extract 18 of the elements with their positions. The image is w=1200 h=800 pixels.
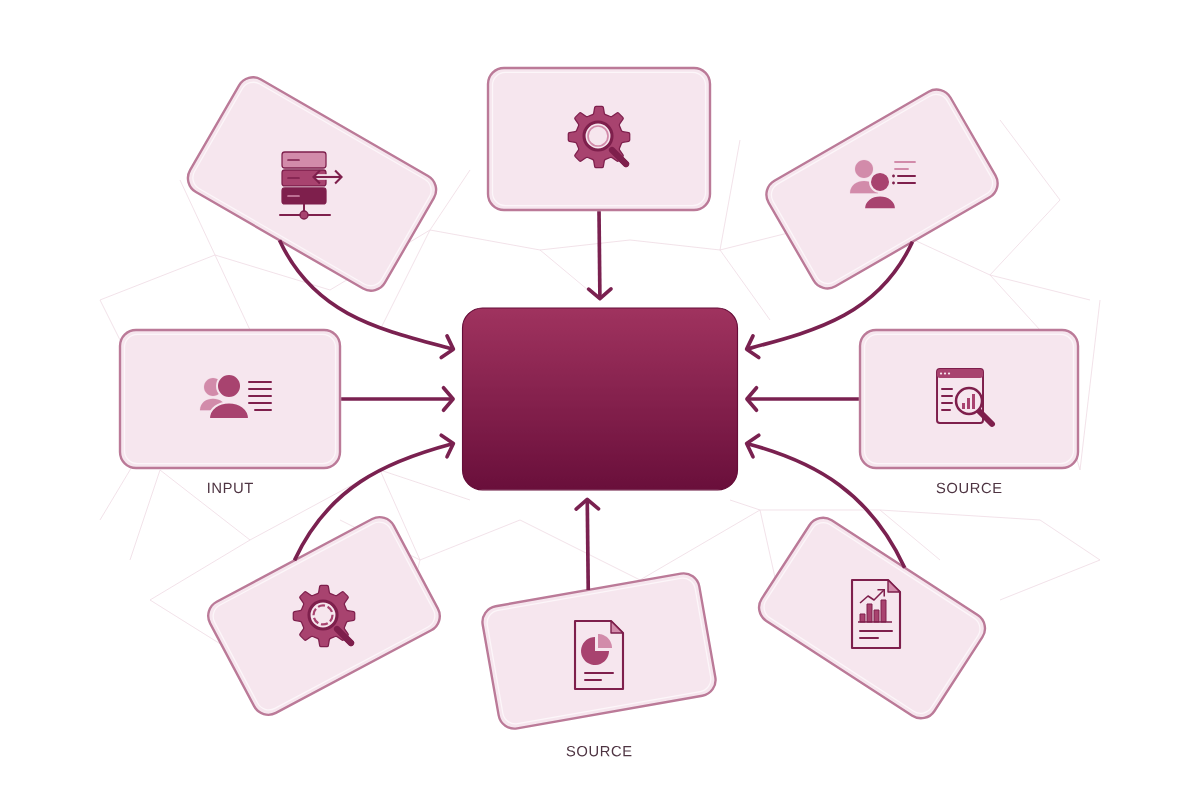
- arrow: [341, 385, 455, 413]
- rounded-card: [765, 88, 999, 290]
- card-caption: INPUT: [204, 480, 256, 496]
- arrow: [574, 497, 601, 590]
- arrow: [277, 239, 456, 360]
- arrow: [744, 240, 915, 360]
- hub-box: [461, 307, 739, 491]
- rounded-card: [486, 66, 712, 212]
- rounded-card: [207, 516, 441, 716]
- rounded-card: [186, 76, 438, 292]
- card-caption: SOURCE: [563, 743, 635, 759]
- arrow: [744, 433, 907, 569]
- arrow: [586, 211, 613, 301]
- rounded-card: [858, 328, 1080, 470]
- rounded-card: [118, 328, 342, 470]
- arrow: [292, 433, 456, 562]
- card-caption: SOURCE: [933, 480, 1005, 496]
- arrow: [745, 385, 859, 413]
